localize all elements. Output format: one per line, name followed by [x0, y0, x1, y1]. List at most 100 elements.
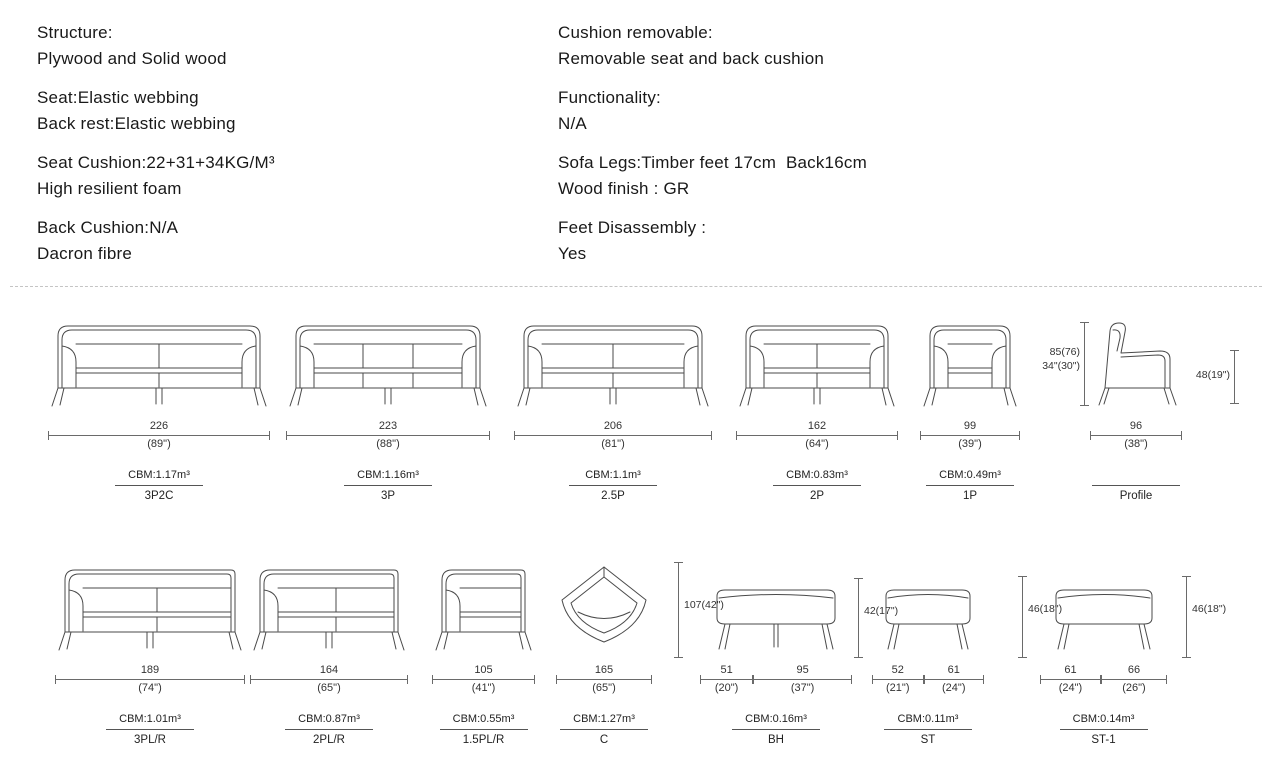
model-label: ST — [920, 734, 936, 746]
st-height-dim-text: 46(18") — [1028, 603, 1063, 615]
model-label: 3P — [380, 490, 396, 502]
variant-bh: 51 (20") 95 (37") CBM:0.16m³ BH — [700, 562, 852, 747]
dimension-inches: (64") — [805, 438, 829, 450]
dimension-cm: 206 — [603, 420, 623, 432]
variant-2-5p: 206 (81") CBM:1.1m³ 2.5P — [514, 318, 712, 503]
variant-2pl-r: 164 (65") CBM:0.87m³ 2PL/R — [250, 562, 408, 747]
dimension-cm: 162 — [807, 420, 827, 432]
one-arm-sofa-drawing — [58, 569, 242, 651]
width-dimension: 66 (26") — [1100, 664, 1168, 695]
spec-line: Yes — [558, 244, 587, 263]
sofa-side-profile-drawing — [1098, 322, 1177, 406]
spec-line: Feet Disassembly : — [558, 218, 707, 237]
dimension-cm: 164 — [319, 664, 339, 676]
width-dimension: 61 (24") — [923, 664, 985, 695]
spec-feet-disassembly: Feet Disassembly : Yes — [558, 215, 1078, 267]
dimension-line — [923, 675, 985, 684]
model-info: CBM:0.16m³ BH — [732, 713, 820, 747]
cbm-value: CBM:0.49m³ — [926, 469, 1014, 486]
dimension-line — [556, 675, 652, 684]
variant-3p: 223 (88") CBM:1.16m³ 3P — [286, 318, 490, 503]
dimension-cm: 189 — [140, 664, 160, 676]
dimension-inches: (38") — [1124, 438, 1148, 450]
dimension-line — [736, 431, 898, 440]
dimension-line — [286, 431, 490, 440]
dimension-inches: (88") — [376, 438, 400, 450]
dimension-line — [1090, 431, 1182, 440]
cbm-value: CBM:0.87m³ — [285, 713, 373, 730]
bh-height-dim-text: 42(17") — [864, 605, 899, 617]
st1-height-dim-text: 46(18") — [1192, 603, 1227, 615]
dimension-line — [1040, 675, 1101, 684]
model-info: CBM:1.16m³ 3P — [344, 469, 432, 503]
st-height-dim-line — [1018, 576, 1027, 658]
model-info: CBM:1.17m³ 3P2C — [115, 469, 203, 503]
dimension-cm: 165 — [594, 664, 614, 676]
dimension-inches: (89") — [147, 438, 171, 450]
dimension-cm: 96 — [1129, 420, 1143, 432]
dimension-cm: 66 — [1127, 664, 1141, 676]
model-info: CBM:0.83m³ 2P — [773, 469, 861, 503]
dimension-line — [250, 675, 408, 684]
spec-sofa-legs: Sofa Legs:Timber feet 17cm Back16cm Wood… — [558, 150, 1078, 202]
model-info: CBM:0.14m³ ST-1 — [1059, 713, 1148, 747]
model-info: CBM:0.49m³ 1P — [926, 469, 1014, 503]
model-label: ST-1 — [1091, 734, 1116, 746]
dimension-line — [432, 675, 535, 684]
width-dimension: 206 (81") — [514, 420, 712, 451]
depth-dimension: 52 (21") — [872, 664, 924, 695]
width-dimension: 105 (41") — [432, 664, 535, 695]
spec-line: Wood finish : GR — [558, 179, 690, 198]
one-arm-chaise-drawing — [435, 569, 532, 651]
variant-st: 52 (21") 61 (24") CBM:0.11m³ ST — [872, 562, 985, 747]
armchair-front-drawing — [923, 325, 1017, 407]
one-arm-sofa-drawing — [253, 569, 405, 651]
spec-line: High resilient foam — [37, 179, 182, 198]
dimension-line — [55, 675, 245, 684]
cbm-value: CBM:0.55m³ — [439, 713, 528, 730]
spec-line: Seat Cushion:22+31+34KG/M³ — [37, 153, 275, 172]
cbm-value: CBM:1.1m³ — [569, 469, 657, 486]
spec-seat-webbing: Seat:Elastic webbing Back rest:Elastic w… — [37, 85, 527, 137]
sofa-front-drawing — [739, 325, 895, 407]
cbm-value: CBM:1.01m³ — [106, 713, 194, 730]
bh-height-dim-line — [854, 578, 863, 658]
dimension-inches: (41") — [471, 682, 496, 694]
dimension-inches: (74") — [138, 682, 162, 694]
cbm-value: CBM:0.14m³ — [1059, 713, 1148, 730]
model-info: CBM:1.01m³ 3PL/R — [106, 713, 194, 747]
spec-line: Structure: — [37, 23, 113, 42]
width-dimension: 99 (39") — [920, 420, 1020, 451]
variant-1p: 99 (39") CBM:0.49m³ 1P — [920, 318, 1020, 503]
dashed-divider — [10, 286, 1262, 287]
variant-corner: 165 (65") CBM:1.27m³ C — [556, 562, 652, 747]
width-dimension: 226 (89") — [48, 420, 270, 451]
dimension-inches: (81") — [601, 438, 625, 450]
model-info: CBM:0.11m³ ST — [884, 713, 972, 747]
model-label: 3PL/R — [134, 734, 166, 746]
variant-3pl-r: 189 (74") CBM:1.01m³ 3PL/R — [55, 562, 245, 747]
dimension-line — [753, 675, 852, 684]
dimension-inches: (26") — [1122, 682, 1146, 694]
spec-line: Dacron fibre — [37, 244, 132, 263]
bench-ottoman-drawing — [716, 589, 836, 650]
spec-line: Removable seat and back cushion — [558, 49, 825, 68]
profile-arm-height-dim-text: 48(19") — [1195, 369, 1230, 381]
spec-line: Sofa Legs:Timber feet 17cm Back16cm — [558, 153, 867, 172]
dimension-cm: 61 — [1064, 664, 1077, 676]
height-cm: 85(76) — [1049, 346, 1080, 358]
dimension-inches: (24") — [1058, 682, 1083, 694]
stool-drawing — [1055, 589, 1152, 650]
dimension-cm: 52 — [891, 664, 904, 676]
spec-line: Back rest:Elastic webbing — [37, 114, 236, 133]
stool-drawing — [885, 589, 971, 650]
dimension-pair: 61 (24") 66 (26") — [1040, 664, 1168, 695]
cbm-value: CBM:0.83m³ — [773, 469, 861, 486]
dimension-inches: (65") — [317, 682, 341, 694]
variant-1-5pl-r: 105 (41") CBM:0.55m³ 1.5PL/R — [432, 562, 535, 747]
dimension-cm: 99 — [963, 420, 977, 432]
dimension-inches: (39") — [958, 438, 982, 450]
variant-st-1: 61 (24") 66 (26") CBM:0.14m³ ST-1 — [1040, 562, 1168, 747]
spec-cushion-removable: Cushion removable: Removable seat and ba… — [558, 20, 1078, 72]
dimension-inches: (65") — [592, 682, 616, 694]
